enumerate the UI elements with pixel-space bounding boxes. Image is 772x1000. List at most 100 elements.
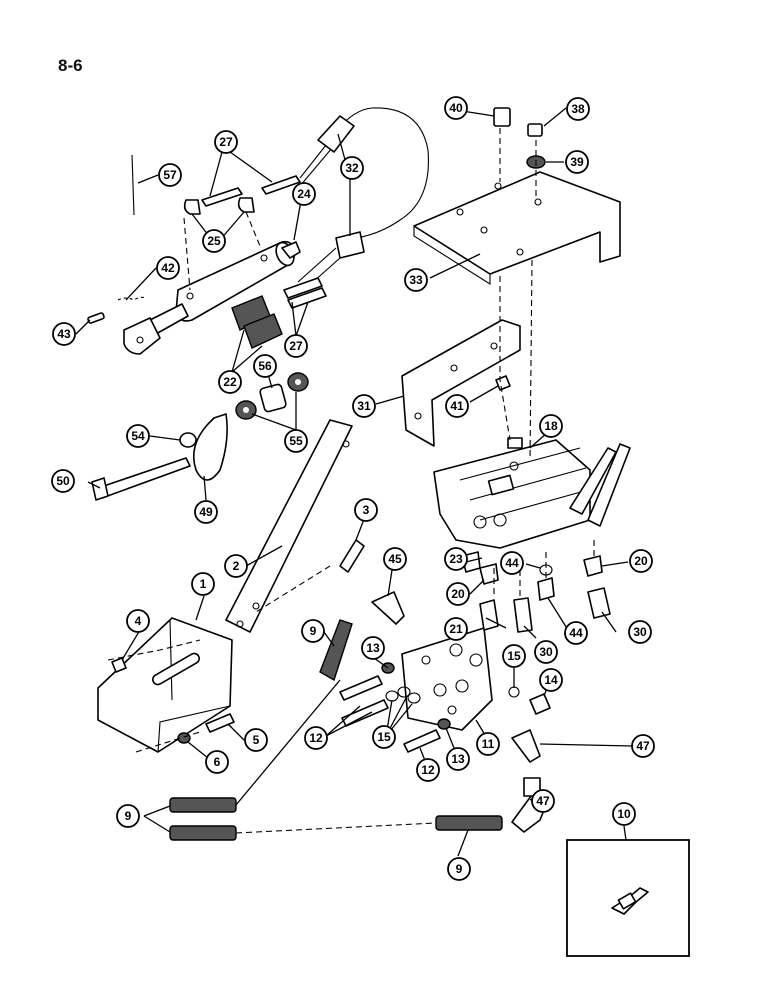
callout-label: 15: [507, 649, 521, 663]
callout-22: 22: [218, 370, 242, 394]
callout-5: 5: [244, 728, 268, 752]
part-1-bracket: [97, 617, 233, 753]
svg-text:40: 40: [449, 101, 463, 115]
callout-55: 55: [284, 429, 308, 453]
callout-43: 43: [52, 322, 76, 346]
svg-text:6: 6: [214, 755, 221, 769]
part-56-spacer: [259, 383, 287, 413]
svg-text:11: 11: [482, 737, 495, 751]
part-30-couplers: [513, 587, 611, 633]
svg-text:25: 25: [207, 234, 221, 248]
callout-48: 47: [531, 789, 555, 813]
part-11-manifold: [401, 627, 493, 731]
part-10-inset: [566, 839, 690, 957]
svg-text:4: 4: [135, 614, 142, 628]
part-2-arm: [225, 419, 353, 633]
svg-text:9: 9: [456, 862, 463, 876]
callout-39: 39: [565, 150, 589, 174]
svg-text:9: 9: [125, 809, 132, 823]
part-3-bolt: [339, 539, 365, 573]
callout-20-right: 20: [629, 549, 653, 573]
part-41-nut: [495, 375, 511, 391]
callout-9-upper: 9: [301, 619, 325, 643]
callout-10: 10: [612, 802, 636, 826]
svg-text:49: 49: [199, 505, 213, 519]
callout-14: 14: [539, 668, 563, 692]
svg-text:3: 3: [363, 503, 370, 517]
svg-text:43: 43: [57, 327, 71, 341]
svg-text:9: 9: [310, 624, 317, 638]
callout-27-upper: 27: [214, 130, 238, 154]
part-33-plate: [413, 171, 621, 285]
callout-23: 23: [444, 547, 468, 571]
part-15-oring: [508, 686, 520, 698]
svg-text:30: 30: [633, 625, 647, 639]
svg-text:32: 32: [345, 161, 359, 175]
part-38-bolt: [527, 123, 543, 137]
svg-text:2: 2: [233, 559, 240, 573]
part-9-hoses: [169, 619, 503, 841]
part-40-bolt: [493, 107, 511, 127]
part-4-nut: [111, 657, 127, 673]
callout-27-lower: 27: [284, 334, 308, 358]
callout-30-right: 30: [628, 620, 652, 644]
svg-text:38: 38: [571, 102, 585, 116]
callout-9-left: 9: [116, 804, 140, 828]
svg-text:39: 39: [570, 155, 584, 169]
callout-38: 38: [566, 97, 590, 121]
callout-54: 54: [126, 424, 150, 448]
svg-text:31: 31: [357, 399, 371, 413]
callout-13-upper: 13: [361, 636, 385, 660]
part-18-control-valve: [433, 437, 631, 549]
callout-57: 57: [158, 163, 182, 187]
svg-text:47: 47: [636, 739, 650, 753]
svg-text:27: 27: [289, 339, 303, 353]
callout-31: 31: [352, 394, 376, 418]
callout-42: 42: [156, 256, 180, 280]
svg-text:44: 44: [505, 556, 519, 570]
svg-text:50: 50: [56, 474, 70, 488]
svg-text:23: 23: [449, 552, 463, 566]
leader-lines: [75, 107, 633, 857]
callout-6: 6: [205, 750, 229, 774]
svg-text:20: 20: [451, 587, 465, 601]
callout-4: 4: [126, 609, 150, 633]
svg-text:42: 42: [161, 261, 175, 275]
callout-label: 44: [569, 626, 583, 640]
callout-21: 21: [444, 617, 468, 641]
part-14-fitting: [529, 693, 551, 715]
part-31-bracket: [401, 319, 521, 447]
assembly-lines: [107, 128, 595, 753]
part-42-cotter-pin: [117, 296, 147, 301]
part-44-fitting: [537, 577, 555, 601]
part-47-elbows: [371, 591, 541, 763]
svg-text:21: 21: [449, 622, 463, 636]
part-49-clamp: [192, 413, 228, 481]
callout-12-lower: 12: [416, 758, 440, 782]
page-number: 8-6: [58, 56, 83, 75]
svg-text:47: 47: [536, 794, 550, 808]
svg-text:55: 55: [289, 434, 303, 448]
callout-56: 56: [253, 354, 277, 378]
callout-25: 25: [202, 229, 226, 253]
svg-text:22: 22: [223, 375, 237, 389]
callout-47-lower: 47: [631, 734, 655, 758]
svg-text:27: 27: [219, 135, 233, 149]
callout-12-left: 12: [304, 726, 328, 750]
callout-13-lower: 13: [446, 747, 470, 771]
part-27-couplers-lower: [283, 277, 327, 309]
part-24-hydraulic-cylinder: [123, 240, 301, 355]
part-27-couplers-upper: [201, 175, 301, 207]
callout-15: 15: [502, 644, 526, 668]
part-57-pin: [131, 154, 135, 216]
svg-text:33: 33: [409, 273, 423, 287]
callout-30-left: 30: [534, 640, 558, 664]
callout-3: 3: [354, 498, 378, 522]
svg-text:12: 12: [309, 731, 323, 745]
callout-9-bottom: 9: [447, 857, 471, 881]
callout-2: 2: [224, 554, 248, 578]
callout-40: 40: [444, 96, 468, 120]
svg-text:41: 41: [450, 399, 464, 413]
callout-32: 32: [340, 156, 364, 180]
